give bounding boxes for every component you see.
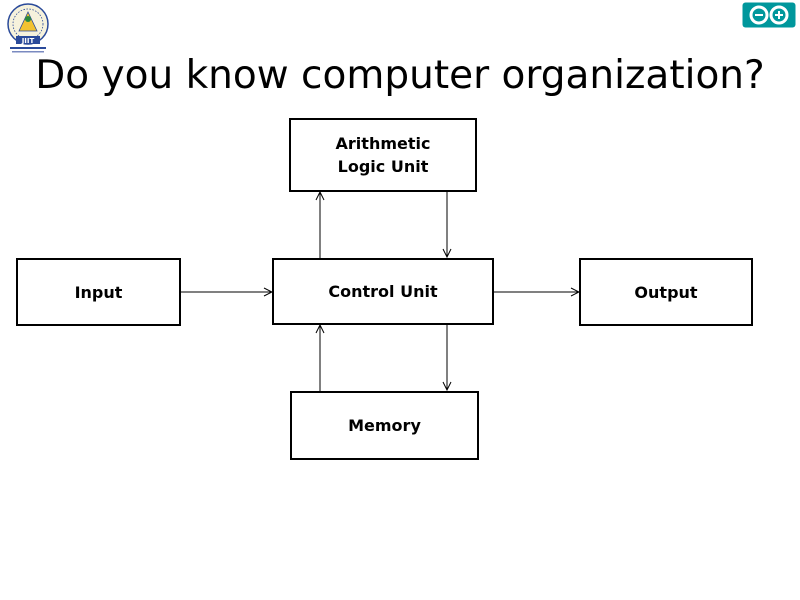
institute-seal-icon: JIIT [7, 3, 49, 53]
control-unit-label: Control Unit [328, 282, 438, 301]
memory-box: Memory [290, 391, 479, 460]
memory-label: Memory [348, 416, 421, 435]
control-unit-box: Control Unit [272, 258, 494, 325]
input-label: Input [74, 282, 123, 302]
logo-text: JIIT [21, 37, 35, 45]
alu-label: Arithmetic Logic Unit [335, 134, 431, 176]
infinity-logo-icon [742, 2, 796, 28]
slide-title: Do you know computer organization? [35, 53, 765, 98]
alu-box: Arithmetic Logic Unit [289, 118, 477, 192]
output-label: Output [634, 282, 698, 302]
output-box: Output [579, 258, 753, 326]
input-box: Input [16, 258, 181, 326]
